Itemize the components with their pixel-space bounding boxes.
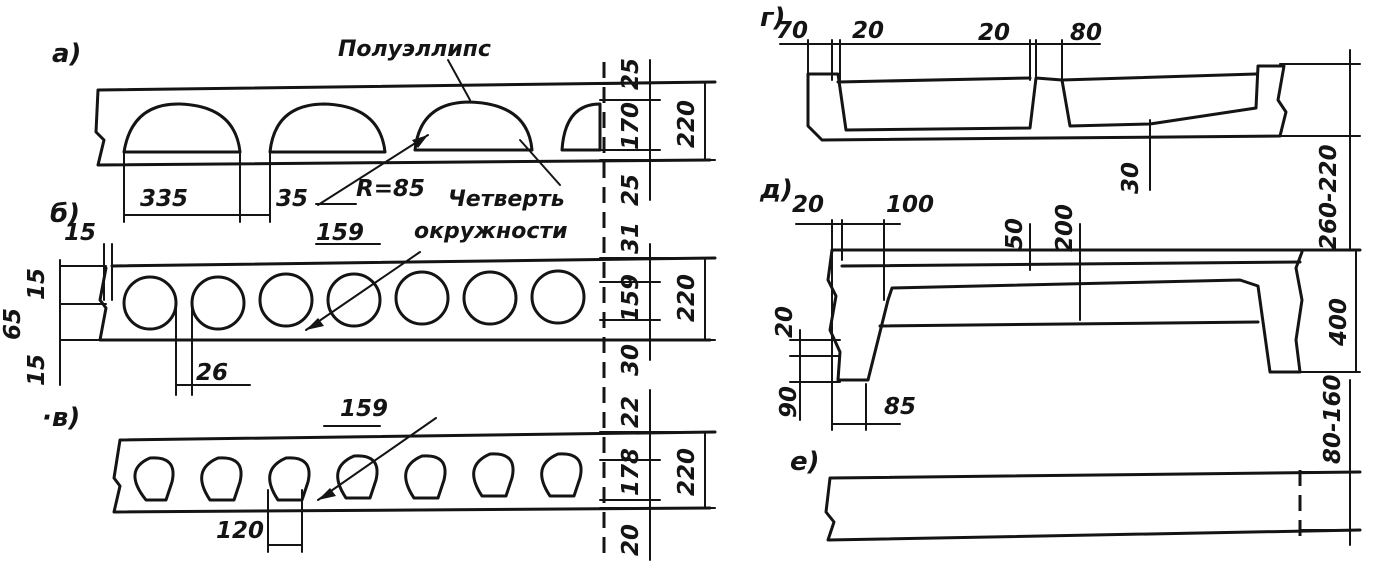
dim-b-26: 26: [196, 360, 228, 386]
note-okruzhnosti: окружности: [414, 219, 568, 244]
void-v-5: [404, 454, 447, 500]
dim-v-20: 20: [618, 524, 644, 556]
void-v-1: [133, 456, 175, 502]
void-v-4: [336, 454, 379, 500]
dim-b-31: 31: [618, 222, 644, 254]
note-poluellips: Полуэллипс: [338, 37, 491, 62]
leader-poluellips: [447, 59, 471, 101]
dim-d-200: 200: [1052, 204, 1078, 252]
dim-d-20: 20: [792, 192, 824, 218]
dim-g-80: 80: [1070, 20, 1102, 46]
dim-g-20b: 20: [978, 20, 1010, 46]
dim-v-178: 178: [618, 448, 644, 496]
dim-v-220: 220: [674, 448, 700, 496]
arrow-159-v: [318, 488, 336, 500]
dim-a-220: 220: [674, 100, 700, 148]
dim-d-20-v: 20: [772, 306, 798, 338]
void-v-6: [472, 452, 515, 498]
label-g: г): [760, 3, 785, 33]
dim-g-260-220: 260-220: [1316, 144, 1342, 250]
slab-g-outline: [806, 64, 1288, 142]
leader-r85: [317, 134, 429, 206]
slab-d-top-flange: [840, 260, 1302, 268]
leader-chetvert: [519, 139, 561, 186]
dim-a-r85: R=85: [356, 176, 425, 202]
arrow-159-b: [306, 318, 324, 330]
leader-159-b: [305, 251, 421, 331]
void-b-5: [394, 270, 450, 326]
void-v-7: [540, 452, 583, 498]
dim-lines-e: [1299, 379, 1361, 546]
section-b: [59, 243, 717, 396]
dim-b-15-low: 15: [24, 354, 50, 386]
dim-g-30: 30: [1118, 162, 1144, 194]
dim-d-85: 85: [884, 394, 916, 420]
note-chetvert: Четверть: [448, 187, 565, 212]
dim-lines-g: [779, 39, 1361, 251]
void-b-4: [326, 272, 382, 328]
dim-g-70: 70: [776, 18, 808, 44]
label-b: б): [50, 199, 80, 229]
arrow-r85: [412, 135, 428, 148]
void-b-1: [122, 275, 178, 331]
slab-b-outline: [98, 256, 717, 342]
label-d: д): [759, 175, 793, 205]
dim-lines-a: [123, 59, 716, 223]
label-a: а): [52, 39, 81, 69]
slab-g-top-flange: [836, 72, 1258, 84]
section-v: [112, 389, 717, 561]
section-g: [779, 39, 1361, 251]
dim-b-30: 30: [618, 344, 644, 376]
dim-a-25-top: 25: [618, 58, 644, 90]
void-b-3: [258, 272, 314, 328]
dim-d-90: 90: [776, 386, 802, 418]
slab-v-outline: [112, 430, 717, 514]
dim-v-120: 120: [216, 518, 264, 544]
dim-g-20a: 20: [852, 18, 884, 44]
dim-a-335: 335: [140, 186, 188, 212]
dim-b-220: 220: [674, 274, 700, 322]
dim-b-65: 65: [0, 308, 26, 340]
dim-b-159-v: 159: [618, 274, 644, 322]
dim-lines-v: [267, 389, 716, 561]
void-v-3: [268, 456, 311, 502]
void-a-1: [122, 102, 242, 154]
dim-b-15: 15: [24, 268, 50, 300]
label-v: ·в): [42, 403, 80, 433]
dim-lines-b: [59, 243, 716, 396]
dim-e-80-160: 80-160: [1320, 374, 1346, 464]
label-e: е): [790, 447, 820, 477]
section-a: [94, 59, 717, 223]
dim-v-159: 159: [340, 396, 388, 422]
void-v-2: [200, 456, 243, 502]
dim-b-15-top: 15: [64, 220, 96, 246]
dim-b-159: 159: [316, 220, 364, 246]
dim-lines-d: [789, 219, 1361, 431]
dim-a-25-bot: 25: [618, 174, 644, 206]
void-a-3: [413, 100, 534, 152]
void-a-4: [560, 102, 602, 152]
slab-e-outline: [824, 470, 1362, 542]
dim-d-100: 100: [886, 192, 934, 218]
void-b-6: [462, 270, 518, 326]
leader-159-v: [317, 417, 437, 501]
dim-a-170: 170: [618, 102, 644, 150]
dim-a-35: 35: [276, 186, 308, 212]
dim-v-22: 22: [618, 396, 644, 428]
dim-d-50: 50: [1002, 218, 1028, 250]
void-b-7: [530, 269, 586, 325]
slab-d-inner: [878, 320, 1260, 328]
section-d: [789, 219, 1362, 431]
slab-d-outline: [826, 248, 1362, 382]
dim-d-400: 400: [1326, 298, 1352, 347]
void-a-2: [268, 102, 387, 154]
section-e: [824, 379, 1362, 546]
void-b-2: [190, 275, 246, 331]
